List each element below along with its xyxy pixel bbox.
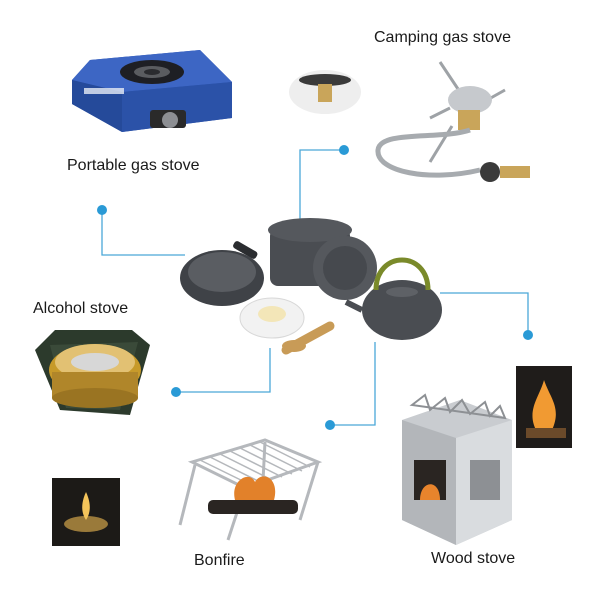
alcohol-stove-photo	[52, 478, 120, 546]
connector-portable	[101, 210, 185, 256]
cookware-set-image	[180, 218, 442, 355]
connector-alcohol	[178, 348, 271, 393]
label-alcohol-stove: Alcohol stove	[33, 300, 129, 317]
connector-lines	[101, 149, 529, 426]
wood-stove-image	[402, 393, 512, 545]
connector-bonfire	[330, 342, 376, 426]
connector-wood	[440, 292, 529, 333]
alcohol-stove-image	[35, 330, 150, 415]
camping-gas-stove-image	[289, 61, 530, 182]
bonfire-grill-image	[178, 438, 323, 541]
label-bonfire: Bonfire	[194, 552, 245, 569]
wood-stove-photo	[516, 366, 572, 448]
dot-wood	[523, 330, 533, 340]
connector-dots	[97, 145, 533, 430]
label-portable-gas-stove: Portable gas stove	[67, 157, 200, 174]
label-camping-gas-stove: Camping gas stove	[374, 29, 511, 46]
dot-bonfire	[325, 420, 335, 430]
dot-portable	[97, 205, 107, 215]
dot-camping	[339, 145, 349, 155]
label-wood-stove: Wood stove	[431, 550, 516, 567]
dot-alcohol	[171, 387, 181, 397]
connector-camping	[299, 149, 340, 250]
portable-gas-stove-image	[72, 50, 232, 132]
